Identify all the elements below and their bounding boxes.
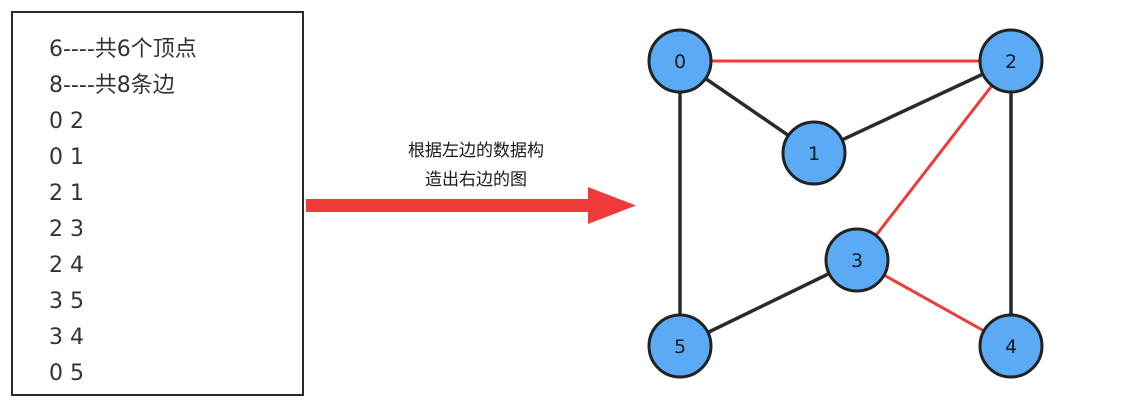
input-line: 3 5 <box>49 289 84 314</box>
input-line: 8----共8条边 <box>49 73 175 98</box>
edge-3-5 <box>679 258 858 348</box>
edge-2-3 <box>855 60 1013 261</box>
input-line: 6----共6个顶点 <box>49 37 197 62</box>
node-1: 1 <box>781 120 847 186</box>
arrow-head <box>588 187 636 224</box>
node-label: 0 <box>674 51 686 73</box>
node-4: 4 <box>978 313 1044 379</box>
node-circle <box>781 120 847 186</box>
input-line: 2 3 <box>49 217 84 242</box>
node-5: 5 <box>647 313 713 379</box>
node-label: 1 <box>808 143 820 165</box>
caption-line-2: 造出右边的图 <box>425 170 527 190</box>
input-line: 3 4 <box>49 325 84 350</box>
edge-2-1 <box>813 59 1012 155</box>
node-0: 0 <box>647 28 713 94</box>
node-2: 2 <box>978 28 1044 94</box>
node-label: 3 <box>851 250 863 272</box>
input-line: 2 4 <box>49 253 84 278</box>
arrow-shaft <box>306 199 592 212</box>
right-arrow-icon <box>306 187 636 224</box>
node-3: 3 <box>824 227 890 293</box>
input-data-box: 6----共6个顶点 8----共8条边 0 2 0 1 2 1 2 3 2 4… <box>11 11 304 396</box>
node-circle <box>978 28 1044 94</box>
graph-edges <box>678 59 1013 348</box>
input-line: 0 1 <box>49 145 84 170</box>
node-circle <box>824 227 890 293</box>
input-lines: 6----共6个顶点 8----共8条边 0 2 0 1 2 1 2 3 2 4… <box>49 32 197 392</box>
node-circle <box>978 313 1044 379</box>
node-circle <box>647 313 713 379</box>
caption-line-1: 根据左边的数据构 <box>408 141 544 161</box>
arrow-caption: 根据左边的数据构 造出右边的图 <box>356 137 596 195</box>
node-label: 4 <box>1005 336 1017 358</box>
node-label: 5 <box>674 336 686 358</box>
node-circle <box>647 28 713 94</box>
input-line: 0 5 <box>49 361 84 386</box>
input-line: 0 2 <box>49 109 84 134</box>
graph-nodes: 0 1 2 3 4 5 <box>647 28 1044 379</box>
node-label: 2 <box>1005 51 1017 73</box>
input-line: 2 1 <box>49 181 84 206</box>
